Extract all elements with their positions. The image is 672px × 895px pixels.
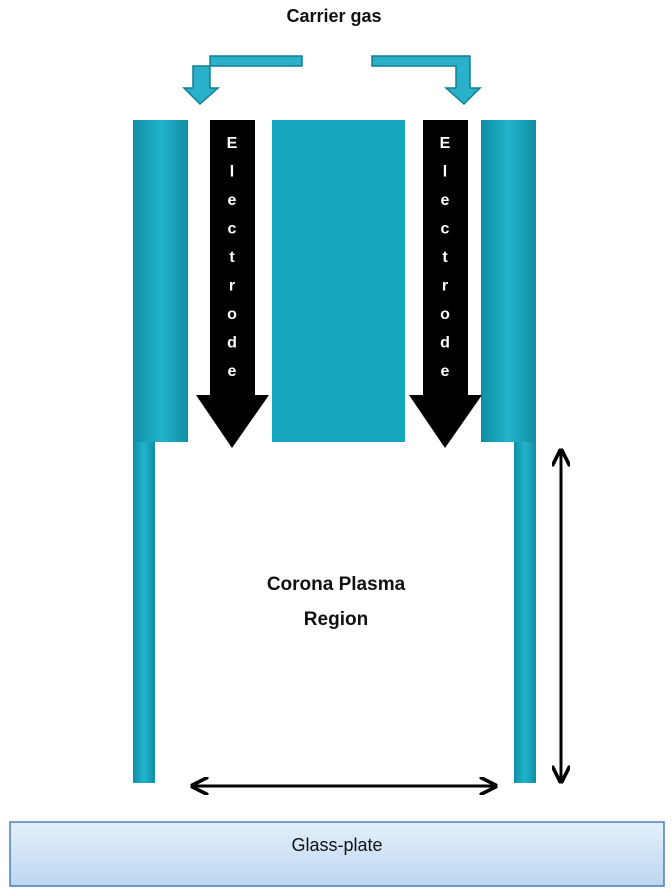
left-outer-wall xyxy=(133,120,188,783)
glass-plate-label: Glass-plate xyxy=(291,835,382,855)
carrier-gas-label: Carrier gas xyxy=(286,6,381,26)
glass-plate xyxy=(9,821,665,887)
plasma-region-label-line1: Corona Plasma xyxy=(267,574,406,595)
central-insulator-block xyxy=(272,120,405,442)
right-outer-wall xyxy=(481,120,536,783)
plasma-region-label-line2: Region xyxy=(304,609,368,630)
right-gas-inlet-arrow-icon xyxy=(371,55,482,106)
left-gas-inlet-arrow-icon xyxy=(182,55,303,106)
